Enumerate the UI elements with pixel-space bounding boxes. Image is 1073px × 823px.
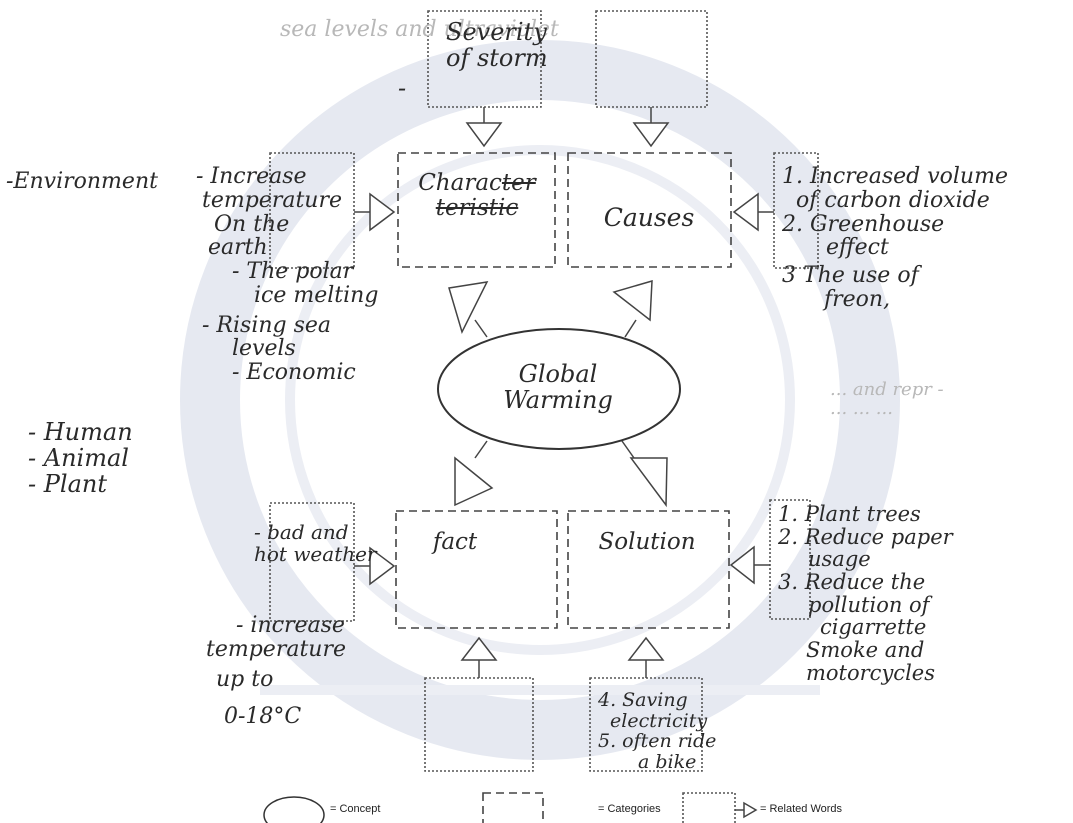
related-box-right-top	[773, 152, 819, 269]
arrow-severity-to-characteristic	[465, 122, 503, 148]
category-label-characteristic: Character teristic	[418, 170, 536, 222]
note-solution-list: 1. Plant trees 2. Reduce paper usage 3. …	[778, 502, 953, 685]
note-fact-box: - bad and hot weather	[254, 520, 377, 566]
note-solution-extra: 4. Saving electricity 5. often ride a bi…	[598, 689, 717, 773]
legend-arrow	[743, 801, 758, 819]
arrow-concept-to-solution	[629, 457, 668, 508]
arrow-bottom-to-fact	[460, 636, 498, 661]
concept-label: Global Warming	[503, 360, 613, 415]
legend-related-words: = Related Words	[760, 803, 843, 815]
category-label-solution: Solution	[598, 529, 696, 555]
arrow-concept-to-characteristic	[448, 281, 489, 335]
note-living-things: - Human - Animal - Plant	[28, 418, 133, 498]
arrow-right-to-causes	[732, 192, 759, 232]
category-label-fact: fact	[432, 529, 478, 555]
legend-related-box	[682, 792, 736, 823]
note-environment: -Environment	[6, 169, 158, 194]
note-severity: Severity of storm	[446, 18, 548, 72]
related-box-left-bottom	[269, 502, 355, 622]
category-box-fact	[395, 510, 558, 629]
concept-ellipse	[437, 328, 681, 450]
category-box-causes	[567, 152, 732, 268]
category-box-characteristic	[397, 152, 556, 268]
category-box-solution	[567, 510, 730, 629]
related-box-top-right	[595, 10, 708, 108]
related-box-right-bottom	[769, 499, 811, 620]
arrow-right-to-solution	[729, 545, 755, 585]
note-faint-scribble: ... and repr - ... ... ...	[830, 379, 944, 420]
legend-category-box	[482, 792, 544, 823]
note-severity-dash: -	[398, 74, 407, 102]
legend-categories: = Categories	[598, 803, 661, 815]
arrow-left-to-characteristic	[369, 192, 396, 232]
note-fact-more: - increase temperature up to 0-18°C	[206, 613, 347, 730]
note-characteristic-list: - Increase temperature On the earth - Th…	[196, 164, 379, 385]
legend-concept-ellipse	[263, 796, 325, 823]
related-box-bottom-left	[424, 677, 534, 772]
arrow-left-to-fact	[369, 546, 396, 586]
arrow-concept-to-fact	[454, 456, 494, 507]
arrow-top-to-causes	[632, 122, 670, 148]
note-causes-list: 1. Increased volume of carbon dioxide 2.…	[782, 164, 1008, 312]
faint-top-text: sea levels and ultraviolet	[280, 17, 559, 42]
arrow-bottom-to-solution	[627, 636, 665, 661]
related-box-left-top	[269, 152, 355, 269]
arrow-concept-to-causes	[612, 279, 653, 322]
legend-concept: = Concept	[330, 803, 381, 815]
category-label-causes: Causes	[603, 203, 695, 232]
